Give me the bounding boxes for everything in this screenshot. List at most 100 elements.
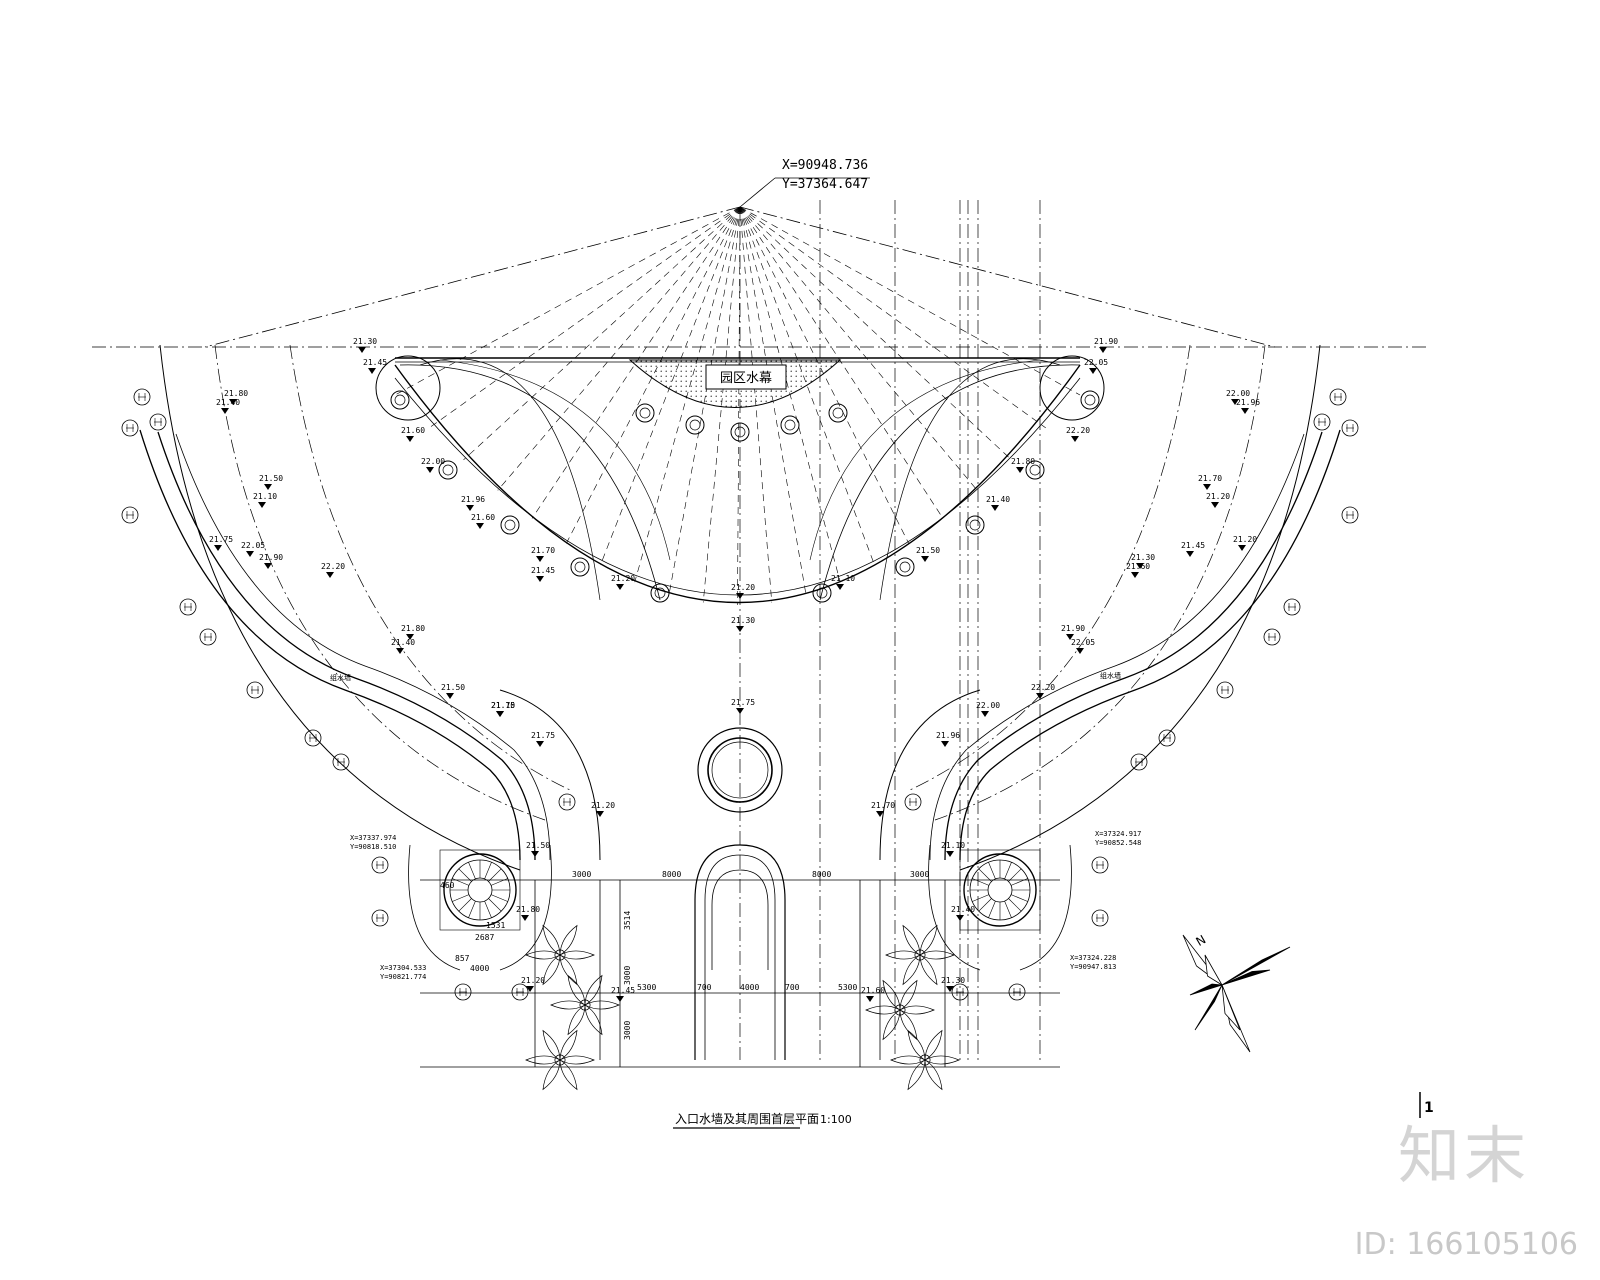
- elevation-triangle-icon: [426, 467, 434, 473]
- sheet-marker-text: 1: [1424, 1100, 1434, 1116]
- dim-bottom-2: 700: [697, 983, 712, 992]
- survey-labels: X=37337.974 Y=90818.510 X=37304.533 Y=90…: [350, 830, 1141, 981]
- elevation-label: 21.50: [259, 474, 283, 483]
- elevation-marker: 21.45: [531, 566, 555, 582]
- elevation-label: 21.60: [861, 986, 885, 995]
- elevation-triangle-icon: [1211, 502, 1219, 508]
- elevation-triangle-icon: [1238, 545, 1246, 551]
- elevation-marker: 21.45: [363, 358, 387, 374]
- elevation-marker: 21.20: [731, 583, 755, 599]
- survey-left-top-x: X=37337.974: [350, 834, 396, 842]
- elevation-marker: 21.60: [1126, 562, 1150, 578]
- elevation-label: 22.05: [241, 541, 265, 550]
- elevation-marker: 21.90: [1061, 624, 1085, 640]
- elevation-triangle-icon: [836, 584, 844, 590]
- elevation-markers: 21.3021.4521.6021.8021.4021.5021.1021.75…: [209, 337, 1260, 1002]
- elevation-label: 21.96: [1236, 398, 1260, 407]
- elevation-label: 21.70: [1198, 474, 1222, 483]
- elevation-label: 22.20: [321, 562, 345, 571]
- dim-top-3: 8000: [812, 870, 831, 879]
- compass-north-letter: N: [1194, 932, 1209, 949]
- elevation-label: 22.00: [976, 701, 1000, 710]
- survey-right-top-y: Y=90852.548: [1095, 839, 1141, 847]
- elevation-marker: 21.70: [871, 801, 895, 817]
- plan-linework: [92, 177, 1430, 1091]
- elevation-marker: 21.50: [916, 546, 940, 562]
- elevation-marker: 21.20: [1233, 535, 1257, 551]
- elevation-label: 21.60: [401, 426, 425, 435]
- survey-right-bottom-y: Y=90947.813: [1070, 963, 1116, 971]
- drawing-scale: 1:100: [820, 1113, 852, 1126]
- elevation-triangle-icon: [946, 851, 954, 857]
- elevation-marker: 21.96: [1236, 398, 1260, 414]
- elevation-triangle-icon: [396, 648, 404, 654]
- elevation-label: 21.96: [936, 731, 960, 740]
- elevation-marker: 21.10: [831, 574, 855, 590]
- elevation-label: 21.40: [986, 495, 1010, 504]
- elevation-marker: 21.80: [224, 389, 248, 405]
- elevation-label: 21.90: [259, 553, 283, 562]
- elevation-label: 22.00: [421, 457, 445, 466]
- elevation-triangle-icon: [1089, 368, 1097, 374]
- dim-vertical-1: 3514: [623, 911, 632, 930]
- elevation-triangle-icon: [496, 711, 504, 717]
- elevation-label: 22.20: [1031, 683, 1055, 692]
- elevation-label: 21.80: [1011, 457, 1035, 466]
- elevation-marker: 21.90: [1094, 337, 1118, 353]
- elevation-label: 21.20: [1233, 535, 1257, 544]
- survey-right-bottom-x: X=37324.228: [1070, 954, 1116, 962]
- elevation-triangle-icon: [531, 851, 539, 857]
- elevation-marker: 21.75: [209, 535, 233, 551]
- elevation-triangle-icon: [214, 545, 222, 551]
- elevation-triangle-icon: [466, 505, 474, 511]
- elevation-label: 21.20: [521, 976, 545, 985]
- elevation-label: 21.40: [391, 638, 415, 647]
- elevation-triangle-icon: [358, 347, 366, 353]
- elevation-label: 21.75: [531, 731, 555, 740]
- survey-left-bottom-y: Y=90821.774: [380, 973, 426, 981]
- elevation-triangle-icon: [406, 436, 414, 442]
- elevation-label: 21.40: [951, 905, 975, 914]
- elevation-triangle-icon: [258, 502, 266, 508]
- feature-label: 园区水幕: [720, 371, 772, 386]
- elevation-triangle-icon: [521, 915, 529, 921]
- elevation-marker: 22.20: [1066, 426, 1090, 442]
- elevation-triangle-icon: [246, 551, 254, 557]
- elevation-label: 21.20: [611, 574, 635, 583]
- compass-rose-icon: [1182, 934, 1291, 1053]
- elevation-marker: 21.45: [611, 986, 635, 1002]
- elevation-marker: 21.96: [936, 731, 960, 747]
- elevation-label: 21.40: [216, 398, 240, 407]
- elevation-label: 21.50: [441, 683, 465, 692]
- elevation-label: 21.20: [731, 583, 755, 592]
- elevation-triangle-icon: [1076, 648, 1084, 654]
- elevation-triangle-icon: [1136, 563, 1144, 569]
- elevation-triangle-icon: [536, 576, 544, 582]
- elevation-triangle-icon: [941, 741, 949, 747]
- apex-coordinate-label: X=90948.736 Y=37364.647: [782, 158, 868, 192]
- elevation-marker: 21.75: [731, 698, 755, 714]
- elevation-label: 21.45: [1181, 541, 1205, 550]
- drawing-title: 入口水墙及其周围首层平面 1:100: [673, 1112, 852, 1129]
- elevation-label: 21.50: [916, 546, 940, 555]
- elevation-triangle-icon: [946, 986, 954, 992]
- elevation-marker: 21.50: [259, 474, 283, 490]
- elevation-triangle-icon: [736, 626, 744, 632]
- elevation-marker: 21.30: [941, 976, 965, 992]
- elevation-triangle-icon: [596, 811, 604, 817]
- apex-y: Y=37364.647: [782, 177, 868, 192]
- elevation-triangle-icon: [536, 741, 544, 747]
- elevation-marker: 21.75: [491, 701, 515, 717]
- survey-right-top-x: X=37324.917: [1095, 830, 1141, 838]
- elevation-label: 21.70: [531, 546, 555, 555]
- elevation-marker: 21.40: [216, 398, 240, 414]
- elevation-marker: 21.20: [521, 976, 545, 992]
- elevation-triangle-icon: [229, 399, 237, 405]
- dim-tower-3: 460: [440, 881, 455, 890]
- elevation-marker: 21.20: [1206, 492, 1230, 508]
- elevation-triangle-icon: [1036, 693, 1044, 699]
- elevation-marker: 21.80: [516, 905, 540, 921]
- elevation-label: 21.75: [209, 535, 233, 544]
- elevation-triangle-icon: [616, 996, 624, 1002]
